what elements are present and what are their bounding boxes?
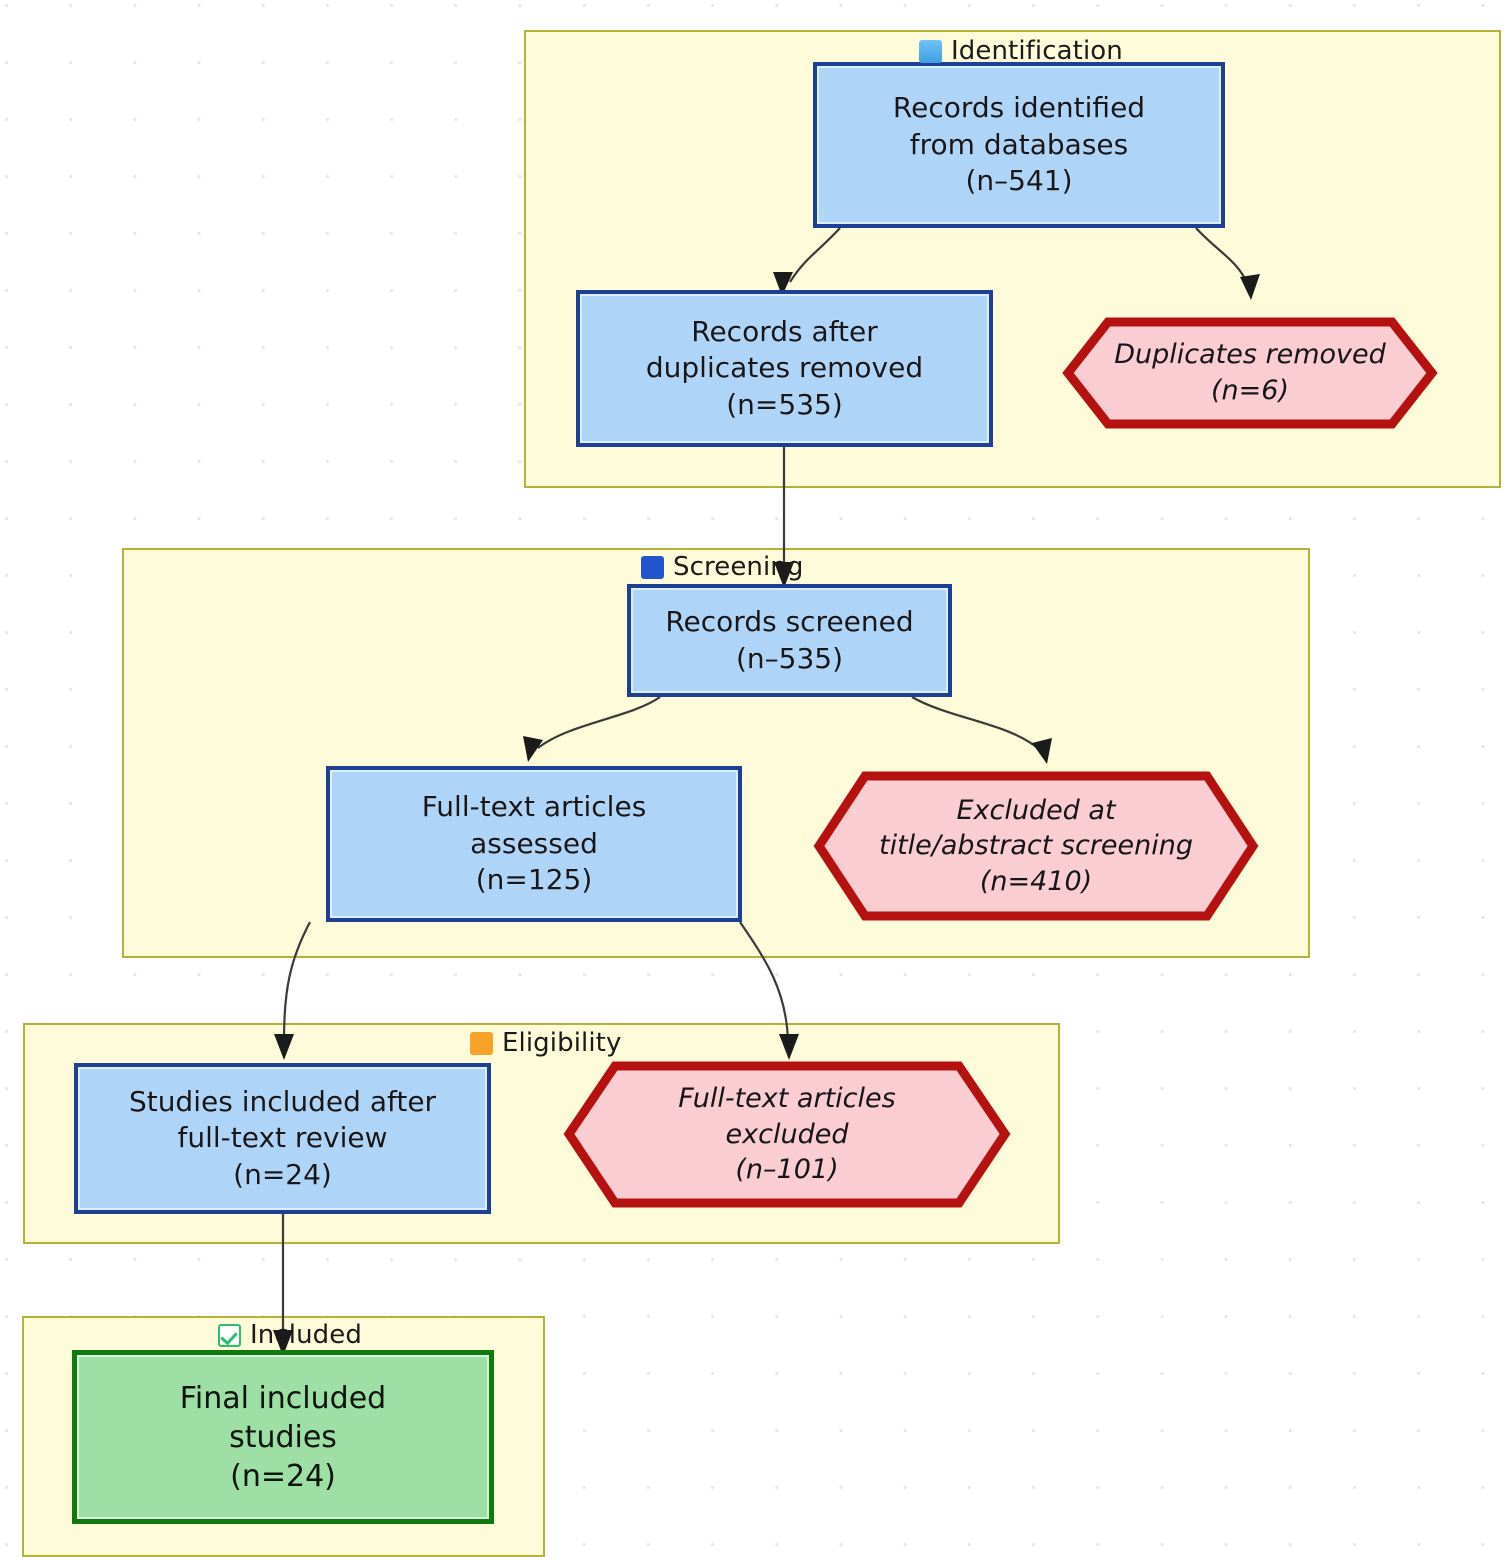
node-line: (n–541) — [965, 164, 1073, 198]
node-line: (n=24) — [230, 1458, 336, 1494]
node-line: duplicates removed — [645, 351, 924, 385]
blue-square-icon — [919, 39, 942, 63]
node-final-included-studies[interactable]: Final included studies (n=24) — [72, 1350, 494, 1524]
node-line: from databases — [909, 127, 1129, 161]
node-line: (n–535) — [735, 641, 844, 675]
stage-label-included: Included — [218, 1320, 362, 1350]
stage-label-eligibility: Eligibility — [470, 1028, 621, 1058]
hexagon-shape — [813, 771, 1259, 921]
node-line: (n=125) — [475, 863, 593, 897]
node-line: studies — [229, 1419, 337, 1455]
node-line: Records after — [691, 314, 878, 348]
node-studies-included-fulltext[interactable]: Studies included after full-text review … — [74, 1063, 491, 1214]
hexagon-shape — [563, 1061, 1011, 1208]
stage-label-text: Eligibility — [502, 1028, 622, 1058]
node-excluded-title-abstract[interactable]: Excluded at title/abstract screening (n=… — [813, 771, 1259, 921]
node-fulltext-assessed[interactable]: Full-text articles assessed (n=125) — [326, 766, 742, 922]
stage-label-screening: Screening — [641, 552, 804, 582]
node-records-after-duplicates[interactable]: Records after duplicates removed (n=535) — [576, 290, 993, 447]
node-line: (n=24) — [233, 1157, 332, 1191]
node-records-screened[interactable]: Records screened (n–535) — [627, 584, 952, 697]
node-line: Studies included after — [128, 1084, 437, 1118]
node-duplicates-removed[interactable]: Duplicates removed (n=6) — [1062, 317, 1438, 429]
stage-label-identification: Identification — [919, 36, 1123, 66]
node-line: Records screened — [665, 605, 914, 639]
dark-blue-square-icon — [641, 555, 664, 579]
node-line: Full-text articles — [421, 790, 647, 824]
orange-square-icon — [470, 1031, 493, 1055]
stage-label-text: Included — [250, 1320, 362, 1350]
green-checkbox-icon — [218, 1323, 241, 1347]
node-line: full-text review — [177, 1121, 388, 1155]
hexagon-shape — [1062, 317, 1438, 429]
node-line: (n=535) — [726, 387, 843, 421]
node-records-identified[interactable]: Records identified from databases (n–541… — [813, 62, 1225, 228]
node-line: Final included — [179, 1380, 387, 1416]
node-line: Records identified — [892, 91, 1146, 125]
stage-label-text: Screening — [673, 552, 804, 582]
node-fulltext-excluded[interactable]: Full-text articles excluded (n–101) — [563, 1061, 1011, 1208]
node-line: assessed — [470, 826, 598, 860]
stage-label-text: Identification — [951, 36, 1123, 66]
